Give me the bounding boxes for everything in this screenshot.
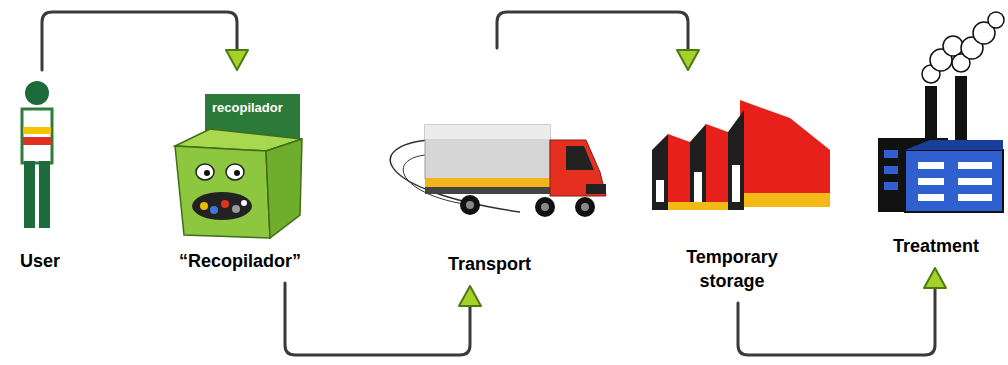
illustration-shape: [988, 12, 1004, 28]
illustration-shape: [884, 182, 898, 190]
step-label: Transport: [448, 253, 531, 276]
illustration-shape: [690, 124, 706, 210]
illustration-shape: [943, 36, 963, 56]
process-step: Treatment: [868, 30, 1004, 262]
illustration-shape: [266, 139, 302, 238]
illustration-shape: [694, 172, 702, 202]
process-step: Transport: [372, 50, 607, 280]
connector-line: [497, 12, 688, 52]
box-brand-text: recopilador: [212, 100, 283, 115]
illustration-shape: [535, 197, 555, 217]
illustration-shape: [884, 150, 898, 158]
connector-line: [738, 286, 935, 355]
arrow-head: [924, 268, 946, 288]
illustration-shape: [39, 161, 50, 228]
illustration-shape: [955, 76, 967, 148]
process-step: User: [5, 72, 75, 277]
illustration-shape: [221, 200, 229, 208]
illustration-shape: [241, 200, 247, 206]
illustration-shape: [192, 192, 252, 220]
collection-box: [175, 94, 302, 238]
arrow-head: [459, 286, 481, 306]
illustration-shape: [918, 162, 944, 169]
process-step: Temporary storage: [637, 72, 827, 297]
illustration-shape: [226, 164, 244, 180]
connector-line: [42, 12, 237, 70]
illustration-shape: [200, 202, 208, 210]
illustration-shape: [958, 194, 992, 201]
illustration-shape: [740, 193, 830, 207]
arrow-head: [677, 50, 699, 70]
flow-connector: [285, 283, 481, 355]
illustration-shape: [425, 125, 550, 139]
illustration-shape: [958, 162, 992, 169]
illustration-shape: [884, 166, 898, 174]
illustration-shape: [234, 170, 240, 176]
illustration-shape: [732, 165, 740, 202]
truck: [390, 125, 606, 217]
illustration-shape: [460, 195, 480, 215]
illustration-shape: [23, 137, 51, 145]
illustration-shape: [668, 202, 728, 210]
illustration-shape: [23, 127, 51, 134]
illustration-shape: [550, 140, 606, 196]
flow-connector: [497, 12, 699, 70]
illustration-shape: [581, 203, 589, 211]
illustration-shape: [728, 110, 744, 210]
arrow-head: [226, 50, 248, 70]
illustration-shape: [541, 203, 549, 211]
illustration-shape: [668, 134, 690, 210]
illustration-shape: [196, 164, 214, 180]
illustration-shape: [575, 197, 595, 217]
illustration-shape: [425, 178, 550, 187]
illustration-shape: [22, 109, 52, 163]
illustration-shape: [210, 206, 218, 214]
treatment-plant: [878, 12, 1004, 212]
step-label: User: [20, 250, 60, 273]
illustration-shape: [466, 201, 474, 209]
illustration-shape: [918, 178, 944, 185]
illustration-shape: [918, 194, 944, 201]
illustration-shape: [175, 146, 270, 238]
illustration-shape: [425, 125, 550, 179]
storage-buildings: [652, 100, 830, 210]
step-label: Treatment: [893, 235, 979, 258]
step-label: “Recopilador”: [179, 250, 301, 273]
illustration-shape: [656, 180, 664, 202]
illustration-shape: [25, 81, 49, 105]
illustration-shape: [586, 184, 606, 194]
illustration-shape: [905, 140, 1003, 150]
step-label: Temporary storage: [667, 246, 797, 293]
user-figure: [22, 81, 52, 228]
illustration-shape: [958, 178, 992, 185]
illustration-shape: [740, 100, 830, 205]
illustration-shape: [204, 170, 210, 176]
illustration-shape: [24, 161, 35, 228]
illustration-shape: [232, 205, 240, 213]
illustration-shape: [706, 124, 728, 210]
connector-line: [285, 283, 470, 355]
flow-connector: [42, 12, 248, 70]
illustration-shape: [905, 150, 1003, 212]
illustration-shape: [566, 146, 594, 170]
flow-connector: [738, 268, 946, 355]
illustration-shape: [652, 134, 668, 210]
